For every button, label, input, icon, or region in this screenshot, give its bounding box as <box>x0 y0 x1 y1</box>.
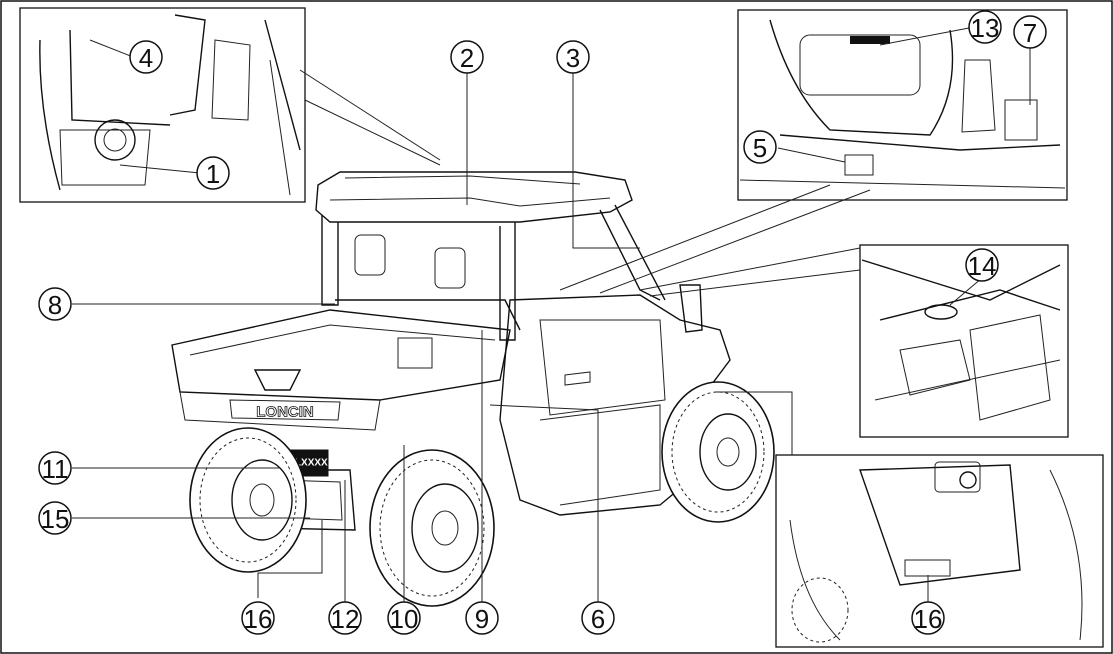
callout-number: 8 <box>48 290 62 320</box>
inset-fuel-cap <box>19 7 306 203</box>
callout-c4: 4 <box>129 40 163 74</box>
callout-circle <box>38 501 72 535</box>
callout-circle <box>328 601 362 635</box>
callout-number: 11 <box>42 454 69 484</box>
brand-lettering: LONCIN <box>256 404 314 421</box>
callout-c11: 11 <box>38 451 72 485</box>
callout-c16a: 16 <box>241 601 275 635</box>
callout-c12: 12 <box>328 601 362 635</box>
callout-c16b: 16 <box>911 601 945 635</box>
wheels <box>189 381 775 607</box>
rear-left-wheel <box>189 427 307 573</box>
callout-c7: 7 <box>1013 15 1047 49</box>
callout-circle <box>968 10 1002 44</box>
callout-c5: 5 <box>743 130 777 164</box>
callout-number: 1 <box>206 159 220 189</box>
callout-number: 16 <box>244 604 273 634</box>
leader-lines <box>72 27 1031 608</box>
rear-right-wheel <box>369 449 495 607</box>
plate-lettering: XLXXXX <box>288 458 328 469</box>
callout-circle <box>241 601 275 635</box>
callout-c14: 14 <box>965 248 999 282</box>
callout-circle <box>38 451 72 485</box>
callout-number: 13 <box>971 13 1000 43</box>
callout-c13: 13 <box>968 10 1002 44</box>
callout-circle <box>450 40 484 74</box>
callout-circle <box>465 601 499 635</box>
callout-c8: 8 <box>38 287 72 321</box>
callout-circle <box>965 248 999 282</box>
callout-number: 4 <box>139 43 153 73</box>
callout-circle <box>38 287 72 321</box>
callout-c10: 10 <box>387 601 421 635</box>
callout-c1: 1 <box>196 156 230 190</box>
callout-c9: 9 <box>465 601 499 635</box>
callout-number: 3 <box>566 43 580 73</box>
callout-number: 15 <box>41 504 70 534</box>
callout-number: 5 <box>753 133 767 163</box>
callout-circle <box>387 601 421 635</box>
callout-circle <box>911 601 945 635</box>
callout-c6: 6 <box>581 601 615 635</box>
callout-number: 10 <box>390 604 419 634</box>
callout-c2: 2 <box>450 40 484 74</box>
callout-number: 14 <box>968 251 997 281</box>
inset-grille <box>859 244 1069 438</box>
callout-number: 2 <box>460 43 474 73</box>
callout-circle <box>556 40 590 74</box>
callout-c15: 15 <box>38 501 72 535</box>
callout-circle <box>129 40 163 74</box>
callout-c3: 3 <box>556 40 590 74</box>
callout-circle <box>743 130 777 164</box>
callout-circle <box>196 156 230 190</box>
front-right-wheel <box>661 381 775 523</box>
callout-circle <box>581 601 615 635</box>
callout-number: 16 <box>914 604 943 634</box>
callout-number: 12 <box>331 604 360 634</box>
inset-dashboard <box>737 9 1068 201</box>
callout-number: 9 <box>475 604 489 634</box>
callout-number: 7 <box>1023 18 1037 48</box>
callout-circle <box>1013 15 1047 49</box>
callout-number: 6 <box>591 604 605 634</box>
